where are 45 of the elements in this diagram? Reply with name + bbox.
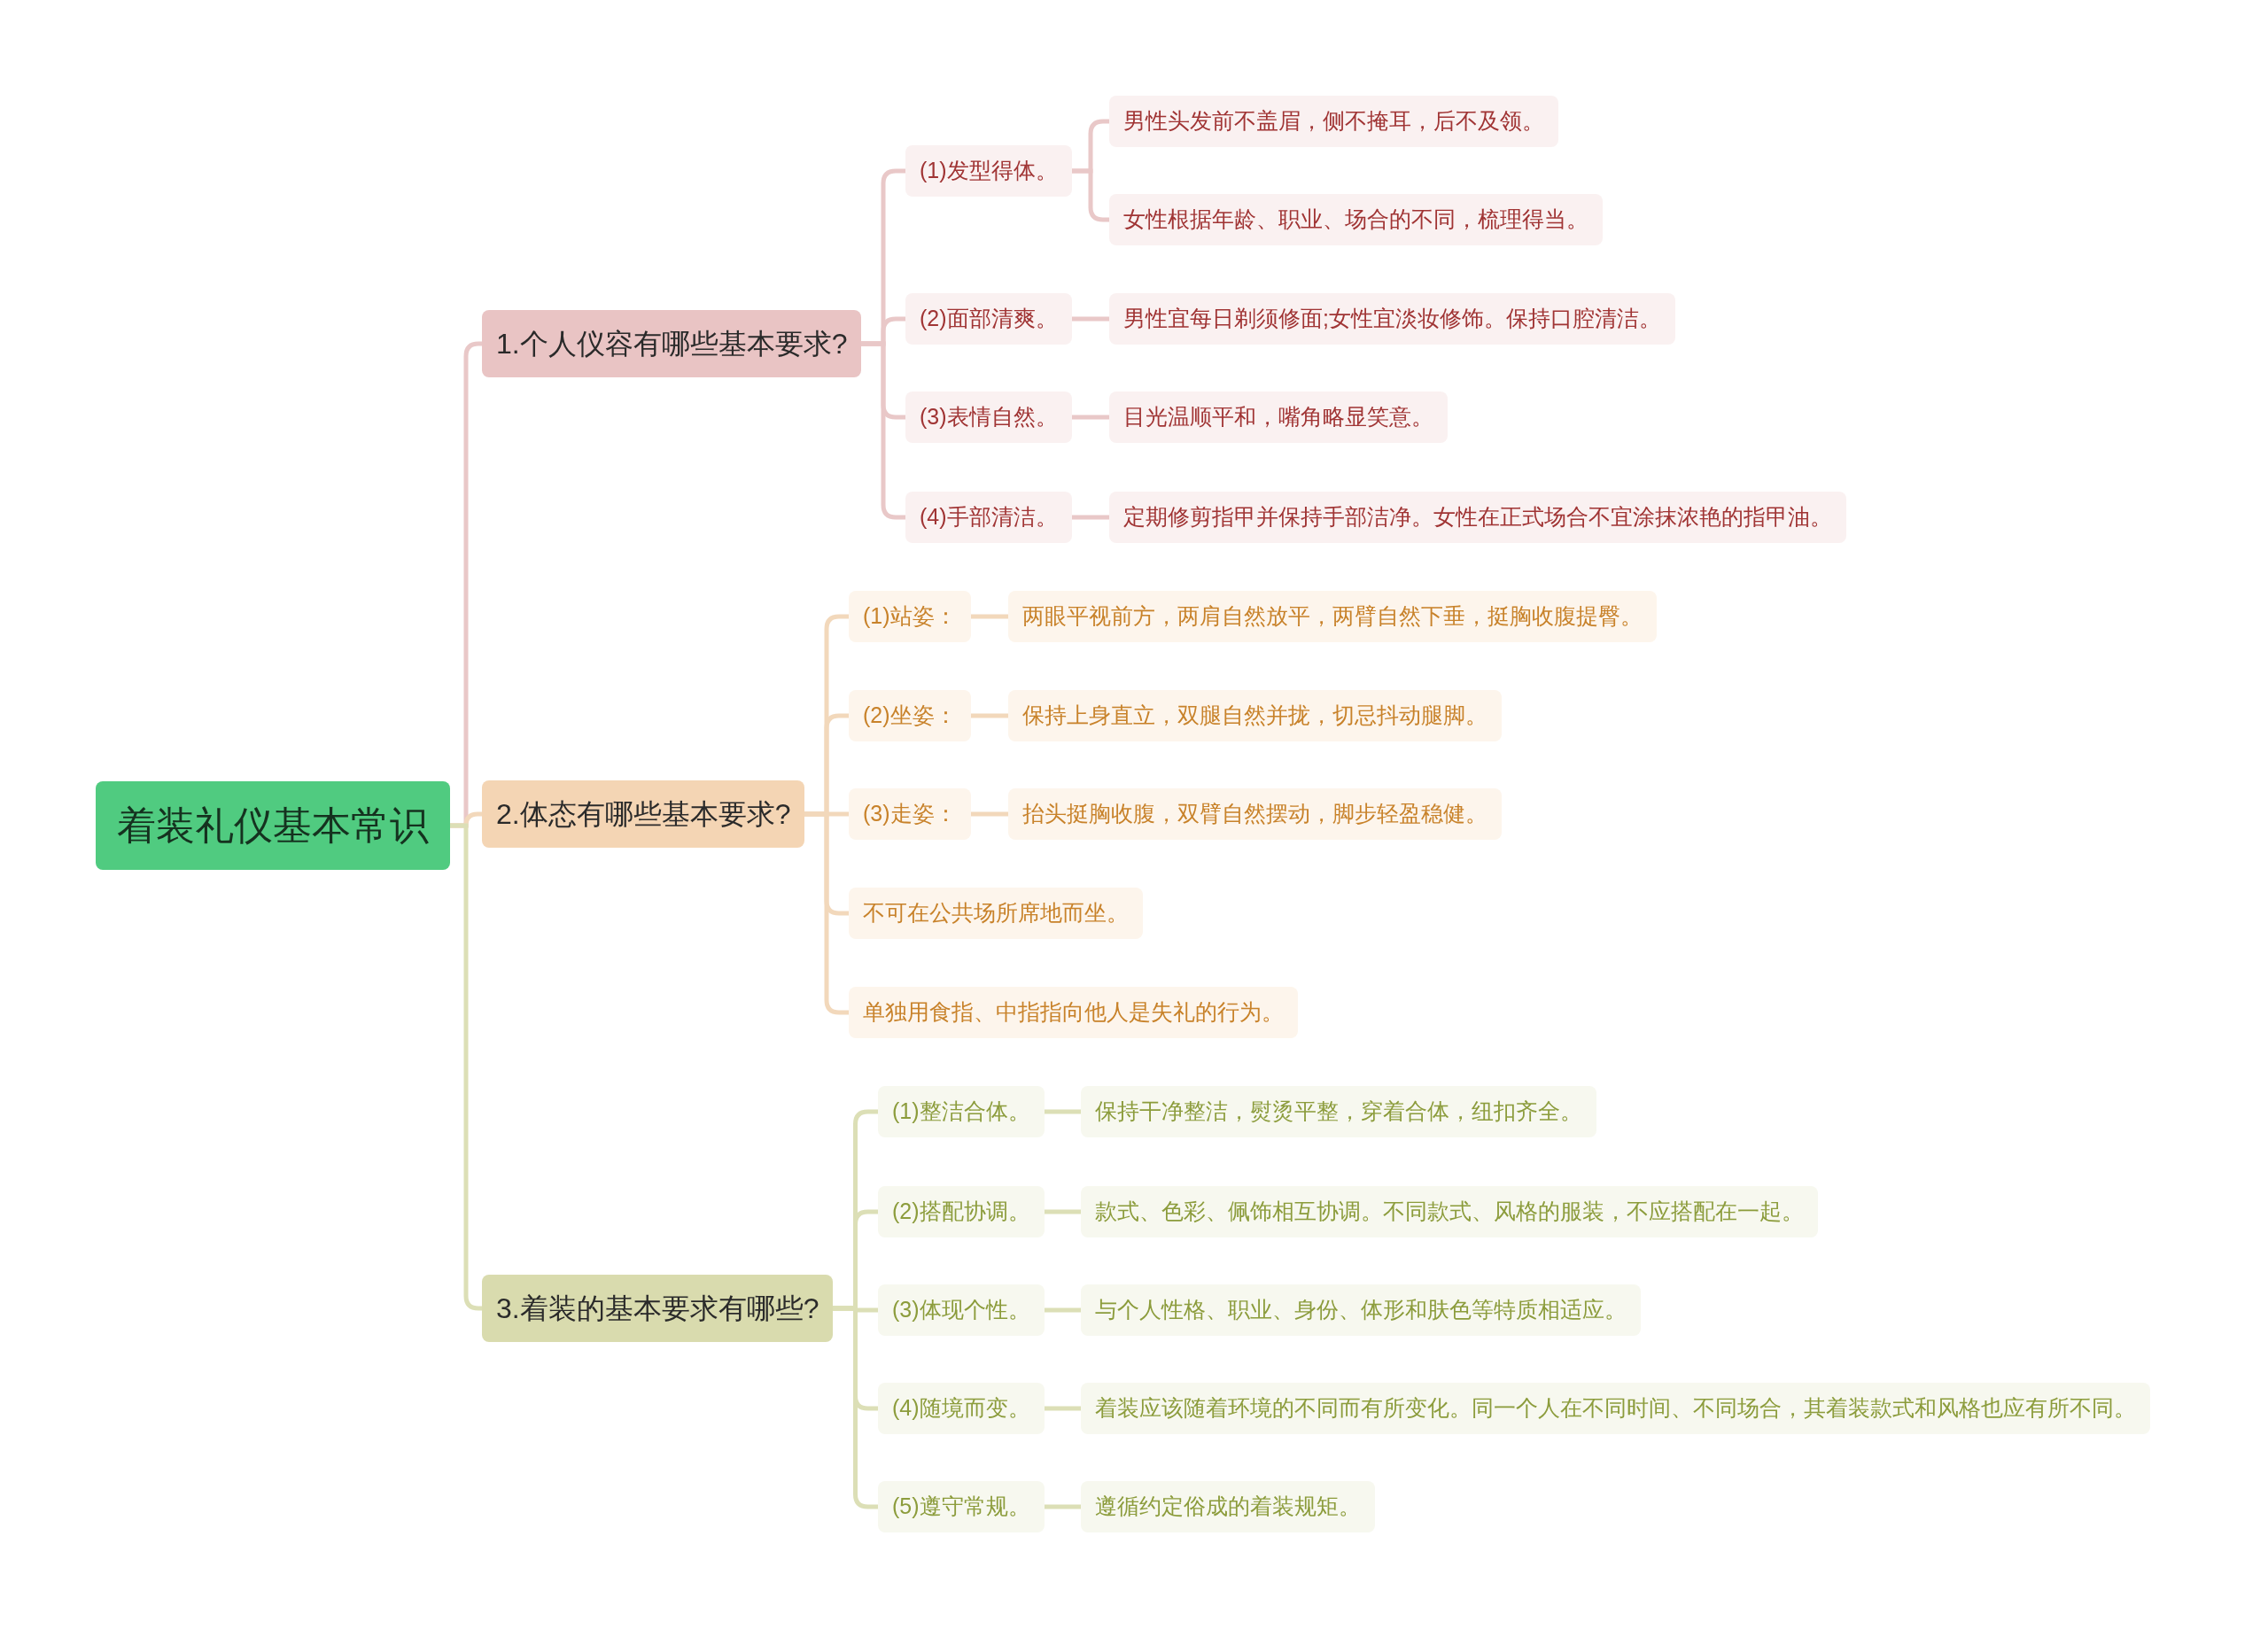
branch-topic: 1.个人仪容有哪些基本要求? xyxy=(482,310,862,377)
subtopic-box: 与个人性格、职业、身份、体形和肤色等特质相适应。 xyxy=(1081,1284,1641,1336)
connector-line xyxy=(971,614,1008,619)
connector-line xyxy=(1045,1209,1081,1214)
connector-line xyxy=(1045,1307,1081,1313)
subtopic-box: 两眼平视前方，两肩自然放平，两臂自然下垂，挺胸收腹提臀。 xyxy=(1008,591,1657,642)
subtopic-box: 不可在公共场所席地而坐。 xyxy=(849,888,1143,939)
root-topic: 着装礼仪基本常识 xyxy=(96,781,450,870)
connector-line xyxy=(804,811,849,1015)
subtopic-box: 保持干净整洁，熨烫平整，穿着合体，纽扣齐全。 xyxy=(1081,1086,1596,1137)
connector-line xyxy=(1072,515,1109,520)
connector-line xyxy=(1072,415,1109,420)
subtopic-box: 遵循约定俗成的着装规矩。 xyxy=(1081,1481,1375,1532)
subtopic-box: 抬头挺胸收腹，双臂自然摆动，脚步轻盈稳健。 xyxy=(1008,788,1502,840)
connector-line xyxy=(1072,316,1109,322)
subtopic-box: (2)坐姿： xyxy=(849,690,971,741)
subtopic-box: 男性宜每日剃须修面;女性宜淡妆修饰。保持口腔清洁。 xyxy=(1109,293,1675,345)
subtopic-box: 男性头发前不盖眉，侧不掩耳，后不及领。 xyxy=(1109,96,1558,147)
subtopic-box: 定期修剪指甲并保持手部洁净。女性在正式场合不宜涂抹浓艳的指甲油。 xyxy=(1109,492,1846,543)
subtopic-box: 单独用食指、中指指向他人是失礼的行为。 xyxy=(849,987,1298,1038)
connector-line xyxy=(1045,1504,1081,1509)
subtopic-box: 着装应该随着环境的不同而有所变化。同一个人在不同时间、不同场合，其着装款式和风格也应有所不同。 xyxy=(1081,1383,2150,1434)
connector-line xyxy=(971,811,1008,817)
subtopic-box: (3)走姿： xyxy=(849,788,971,840)
subtopic-box: 女性根据年龄、职业、场合的不同，梳理得当。 xyxy=(1109,194,1603,245)
subtopic-box: (5)遵守常规。 xyxy=(878,1481,1045,1532)
subtopic-box: (1)整洁合体。 xyxy=(878,1086,1045,1137)
subtopic-box: (3)体现个性。 xyxy=(878,1284,1045,1336)
connector-line xyxy=(971,713,1008,718)
subtopic-box: 目光温顺平和，嘴角略显笑意。 xyxy=(1109,392,1448,443)
branch-topic: 3.着装的基本要求有哪些? xyxy=(482,1275,834,1342)
branch-topic: 2.体态有哪些基本要求? xyxy=(482,780,805,848)
connector-line xyxy=(861,341,905,520)
subtopic-box: (4)手部清洁。 xyxy=(905,492,1072,543)
connector-line xyxy=(1072,168,1109,222)
connector-line xyxy=(1045,1406,1081,1411)
subtopic-box: (2)面部清爽。 xyxy=(905,293,1072,345)
subtopic-box: (2)搭配协调。 xyxy=(878,1186,1045,1237)
subtopic-box: (4)随境而变。 xyxy=(878,1383,1045,1434)
subtopic-box: 保持上身直立，双腿自然并拢，切忌抖动腿脚。 xyxy=(1008,690,1502,741)
subtopic-box: 款式、色彩、佩饰相互协调。不同款式、风格的服装，不应搭配在一起。 xyxy=(1081,1186,1818,1237)
subtopic-box: (1)站姿： xyxy=(849,591,971,642)
subtopic-box: (1)发型得体。 xyxy=(905,145,1072,197)
subtopic-box: (3)表情自然。 xyxy=(905,392,1072,443)
connector-line xyxy=(1045,1109,1081,1114)
